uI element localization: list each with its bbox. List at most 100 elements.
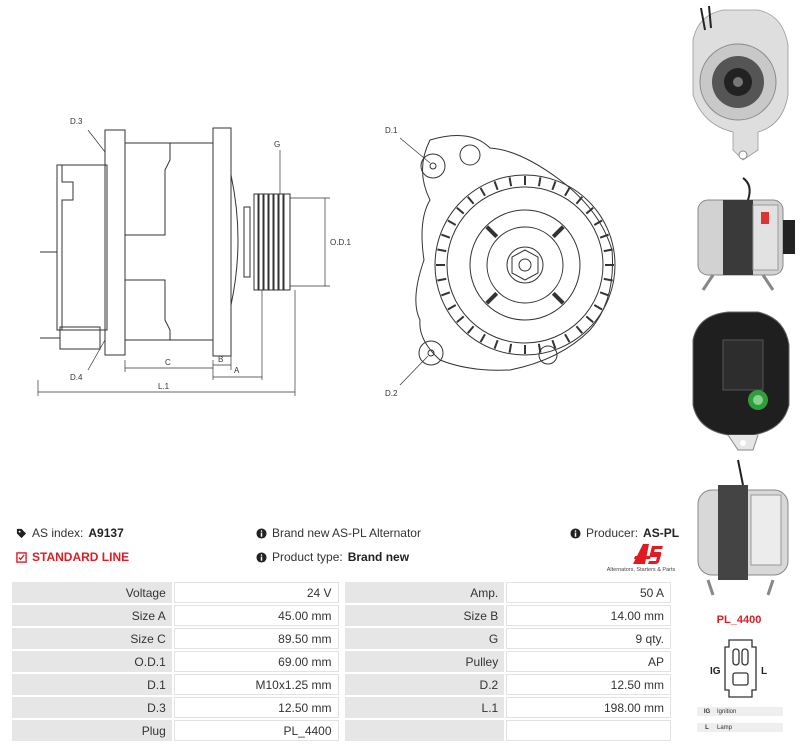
product-type-label: Product type: xyxy=(272,550,343,564)
pin-ig xyxy=(732,648,740,666)
pulley-rib xyxy=(253,193,259,291)
vent-slot xyxy=(437,248,447,253)
mount-hole-d2 xyxy=(418,340,444,366)
product-type: Product type: Brand new xyxy=(256,550,409,564)
spec-value: AP xyxy=(506,651,671,672)
vent-slot xyxy=(441,233,451,239)
spec-label: Voltage xyxy=(12,582,172,603)
legend-key: L xyxy=(705,724,709,731)
photo-rear[interactable] xyxy=(692,311,790,451)
pulley-rib xyxy=(283,193,291,291)
vent-slot xyxy=(603,248,613,253)
spec-value: 12.50 mm xyxy=(173,697,339,718)
pulley-hub xyxy=(243,206,251,278)
vent-slot xyxy=(437,277,447,282)
spec-label: D.3 xyxy=(12,697,172,718)
stator-flange-rear xyxy=(104,129,126,356)
label-d3: D.3 xyxy=(70,117,83,126)
stator-lower xyxy=(125,279,171,341)
as-index-value: A9137 xyxy=(88,526,124,540)
tag-icon xyxy=(16,528,27,538)
spec-value: 89.50 mm xyxy=(173,628,339,649)
spec-value: 14.00 mm xyxy=(506,605,671,626)
vent-slot xyxy=(447,304,457,311)
as-index: AS index: A9137 xyxy=(16,526,124,540)
spec-value: PL_4400 xyxy=(173,720,339,741)
spec-gap xyxy=(340,697,343,718)
vent-slot xyxy=(508,177,513,187)
plug-pin-ig-label: IG xyxy=(710,666,721,677)
vent-slot xyxy=(467,196,475,205)
pulley-rib xyxy=(278,193,284,291)
vent-slot xyxy=(537,343,542,353)
vent-slot xyxy=(508,343,513,353)
plug-diagram: IG L xyxy=(710,639,767,698)
vent-slot xyxy=(551,339,557,349)
shaft-nut xyxy=(511,249,539,281)
legend-l: L Lamp xyxy=(697,723,783,732)
vent-slot xyxy=(537,177,542,187)
vent-slot xyxy=(551,181,557,191)
info-icon xyxy=(570,527,581,539)
technical-drawing: D.3 D.4 G O.D.1 C B A L.1 D.1 D.2 xyxy=(37,117,616,398)
rear-cap xyxy=(61,165,74,330)
spec-gap xyxy=(340,651,343,672)
plug-pin-l-label: L xyxy=(761,666,767,677)
label-od1: O.D.1 xyxy=(330,238,351,247)
spec-gap xyxy=(340,605,343,626)
vent-slot xyxy=(479,187,486,197)
vent-slot xyxy=(456,207,465,215)
vent-slot xyxy=(603,277,613,282)
as-logo-mark xyxy=(633,544,663,564)
label-c: C xyxy=(165,358,171,367)
pulley-rib xyxy=(273,193,279,291)
standard-line-label: STANDARD LINE xyxy=(32,550,130,564)
vent-slot xyxy=(599,291,609,297)
spec-label: O.D.1 xyxy=(12,651,172,672)
legend-ig: IG Ignition xyxy=(697,707,783,716)
spec-label: D.2 xyxy=(344,674,505,695)
label-d1: D.1 xyxy=(385,126,398,135)
spec-label: Size C xyxy=(12,628,172,649)
vent-slot xyxy=(599,233,609,239)
front-housing-outline xyxy=(415,135,613,371)
spec-value: M10x1.25 mm xyxy=(173,674,339,695)
spec-value: 50 A xyxy=(506,582,671,603)
info-icon xyxy=(256,527,267,539)
as-pl-logo: Alternators, Starters & Parts xyxy=(605,540,677,576)
front-housing xyxy=(168,142,214,341)
pulley-spoke xyxy=(551,291,565,305)
vent-slot xyxy=(593,304,603,311)
vent-slot xyxy=(575,196,583,205)
spec-gap xyxy=(340,582,343,603)
plug-title: PL_4400 xyxy=(716,614,762,626)
spec-value: 69.00 mm xyxy=(173,651,339,672)
spec-label: L.1 xyxy=(344,697,505,718)
pulley-rib xyxy=(263,193,269,291)
vent-slot xyxy=(593,219,603,226)
spec-label: Plug xyxy=(12,720,172,741)
legend-text: Ignition xyxy=(717,708,737,715)
pin-l xyxy=(741,648,749,666)
spec-gap xyxy=(340,674,343,695)
front-outer-ring xyxy=(434,174,616,356)
pulley-spoke xyxy=(551,225,565,239)
spec-gap xyxy=(340,720,343,741)
photo-side[interactable] xyxy=(697,177,795,291)
description: Brand new AS-PL Alternator xyxy=(256,526,421,540)
spec-value: 198.00 mm xyxy=(506,697,671,718)
stator-upper xyxy=(125,142,171,236)
producer-value: AS-PL xyxy=(643,526,680,540)
checkbox-icon xyxy=(16,551,27,563)
photo-front[interactable] xyxy=(692,5,789,161)
vent-slot xyxy=(564,333,571,343)
photo-angle[interactable] xyxy=(697,459,789,596)
spec-value xyxy=(506,720,671,741)
